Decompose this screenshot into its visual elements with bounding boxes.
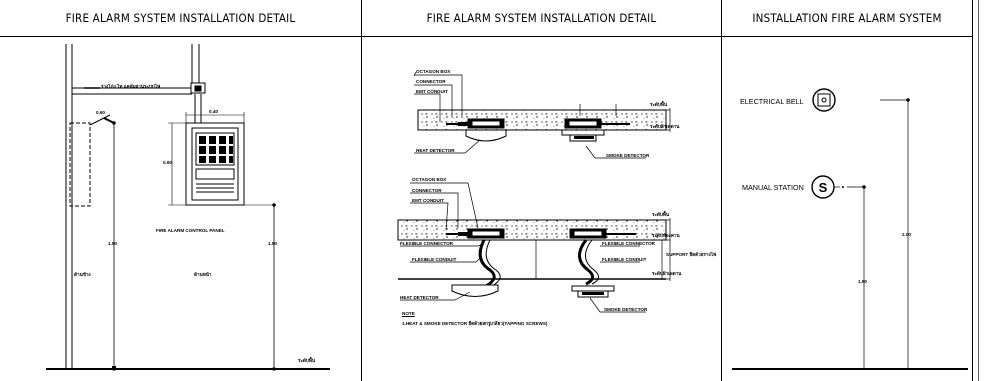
dim-height-left: 1.50 [108,241,117,246]
note-text: 1.HEAT & SMOKE DETECTOR ยึดด้วยสกรูเกลีย… [402,321,548,326]
emt-conduit-label-top: EMT CONDUIT [416,89,448,94]
connector-label-bottom: CONNECTOR [412,188,442,193]
ceiling-level-label-bottom: ระดับฝ้าเพดาน [652,271,682,276]
manual-station-label: MANUAL STATION [742,183,804,192]
control-panel-label: FIRE ALARM CONTROL PANEL [156,228,225,233]
note-title: NOTE [402,311,415,316]
dim-bell-height: 2.00 [902,232,911,237]
pipe-note: รางโก่ง ไท แคลัมผ่านระบบไฟ [101,84,161,89]
beam-level-label: ระดับท้องคาน [652,233,680,238]
octagon-box-label-bottom: OCTAGON BOX [412,177,447,182]
side-view-label: ด้านข้าง [74,272,91,277]
smoke-detector-label-top: SMOKE DETECTOR [606,153,650,158]
dim-panel-height: 0.60 [163,160,172,165]
heat-detector-label-bottom: HEAT DETECTOR [400,295,439,300]
ceiling-level-label-top: ระดับฝ้าเพดาน [650,124,680,129]
emt-conduit-label-bottom: EMT CONDUIT [412,198,444,203]
dim-left-label: 0.60 [96,110,105,115]
dim-station-height: 1.50 [858,279,867,284]
connector-label-top: CONNECTOR [416,79,446,84]
octagon-box-label-top: OCTAGON BOX [416,69,451,74]
dim-height-right: 1.50 [268,241,277,246]
panel1-title: FIRE ALARM SYSTEM INSTALLATION DETAIL [65,11,296,25]
flexible-conduit-label-left: FLEXIBLE CONDUIT [412,257,457,262]
dim-panel-width: 0.40 [209,109,218,114]
smoke-detector-label-bottom: SMOKE DETECTOR [604,307,648,312]
slab-level-label-top: ระดับพื้น [650,102,668,107]
svg-text:S: S [819,180,828,195]
floor-level-label: ระดับพื้น [298,358,316,363]
panel2-title: FIRE ALARM SYSTEM INSTALLATION DETAIL [426,11,657,25]
panel3-title: INSTALLATION FIRE ALARM SYSTEM [752,11,942,25]
bell-icon [812,88,836,112]
electrical-bell-label: ELECTRICAL BELL [740,97,804,106]
flexible-connector-label-left: FLEXIBLE CONNECTOR [400,241,454,246]
flexible-connector-label-right: FLEXIBLE CONNECTOR [602,241,656,246]
heat-detector-label-top: HEAT DETECTOR [416,148,455,153]
slab-level-label-bottom: ระดับพื้น [652,212,670,217]
front-view-label: ด้านหน้า [194,272,212,277]
support-label: SUPPORT ยึดด้วยรางไฟ [666,252,717,257]
flexible-conduit-label-right: FLEXIBLE CONDUIT [602,257,647,262]
